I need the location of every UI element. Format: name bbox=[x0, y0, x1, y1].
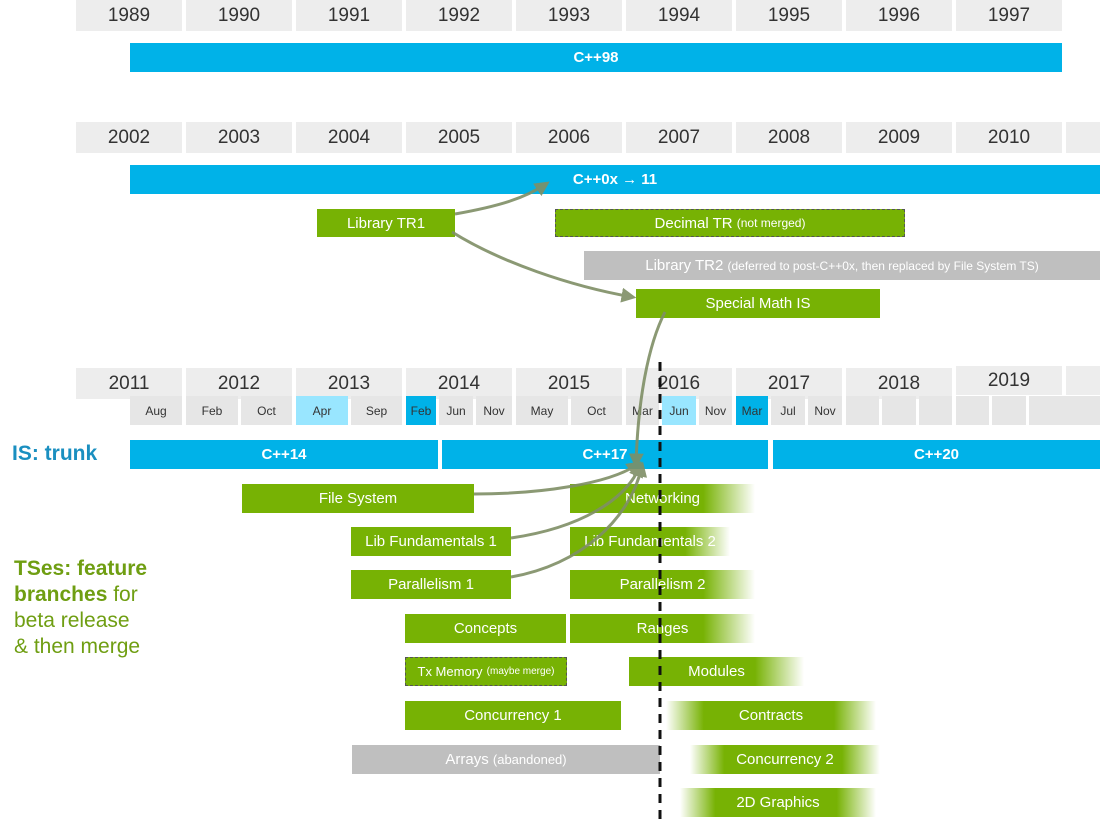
library-tr2-note: (deferred to post-C++0x, then replaced b… bbox=[727, 258, 1039, 273]
lib-fundamentals-2-ts: Lib Fundamentals 2 bbox=[570, 527, 730, 556]
concepts-ts: Concepts bbox=[405, 614, 566, 643]
month-sep-2013: Sep bbox=[351, 396, 402, 425]
month-mar-2017: Mar bbox=[736, 396, 768, 425]
month-blank-2019b bbox=[992, 396, 1026, 425]
ts-label-rest1: for bbox=[107, 583, 138, 606]
year-2009: 2009 bbox=[846, 122, 952, 153]
month-may-2015: May bbox=[516, 396, 568, 425]
file-system-ts: File System bbox=[242, 484, 474, 513]
month-feb-2012: Feb bbox=[186, 396, 238, 425]
month-feb-2014: Feb bbox=[406, 396, 436, 425]
year-1994: 1994 bbox=[626, 0, 732, 31]
year-1997: 1997 bbox=[956, 0, 1062, 31]
year-2006: 2006 bbox=[516, 122, 622, 153]
decimal-tr-box: Decimal TR (not merged) bbox=[555, 209, 905, 237]
year-2008: 2008 bbox=[736, 122, 842, 153]
year-2011: 2011 bbox=[76, 368, 182, 399]
cpp20-bar: C++20 bbox=[773, 440, 1100, 469]
library-tr2-label: Library TR2 bbox=[645, 257, 724, 274]
special-math-box: Special Math IS bbox=[636, 289, 880, 318]
graphics-2d-ts: 2D Graphics bbox=[680, 788, 876, 817]
month-blank-2018b bbox=[882, 396, 916, 425]
cpp0x-11-bar: C++0x → 11 bbox=[130, 165, 1100, 194]
month-mar-2016: Mar bbox=[626, 396, 659, 425]
year-1991: 1991 bbox=[296, 0, 402, 31]
year-2012: 2012 bbox=[186, 368, 292, 399]
month-aug-2011: Aug bbox=[130, 396, 182, 425]
month-blank-2019c bbox=[1029, 396, 1100, 425]
year-2013: 2013 bbox=[296, 368, 402, 399]
year-1990: 1990 bbox=[186, 0, 292, 31]
tx-memory-label: Tx Memory bbox=[417, 664, 483, 679]
year-2019: 2019 bbox=[956, 366, 1062, 395]
modules-ts: Modules bbox=[629, 657, 804, 686]
contracts-ts: Contracts bbox=[666, 701, 876, 730]
ts-label-rest2: beta release bbox=[14, 609, 130, 632]
parallelism1-to-cpp17-arrow bbox=[510, 461, 648, 579]
arrays-note: (abandoned) bbox=[492, 752, 567, 767]
trunk-label: IS: trunk bbox=[12, 442, 98, 465]
month-nov-2014: Nov bbox=[476, 396, 512, 425]
year-2017: 2017 bbox=[736, 368, 842, 399]
parallelism-1-ts: Parallelism 1 bbox=[351, 570, 511, 599]
decimal-tr-note: (not merged) bbox=[736, 216, 806, 230]
ranges-ts: Ranges bbox=[570, 614, 755, 643]
month-oct-2015: Oct bbox=[571, 396, 622, 425]
tx-memory-ts: Tx Memory (maybe merge) bbox=[405, 657, 567, 686]
month-apr-2013: Apr bbox=[296, 396, 348, 425]
year-2002: 2002 bbox=[76, 122, 182, 153]
concurrency-1-ts: Concurrency 1 bbox=[405, 701, 621, 730]
year-2020-partial bbox=[1066, 366, 1100, 395]
cpp14-bar: C++14 bbox=[130, 440, 438, 469]
month-blank-2018a bbox=[846, 396, 879, 425]
month-oct-2012: Oct bbox=[241, 396, 292, 425]
ts-label-bold2: branches bbox=[14, 583, 108, 606]
year-2011-partial bbox=[1066, 122, 1100, 153]
tx-memory-note: (maybe merge) bbox=[486, 666, 555, 677]
concurrency-2-ts: Concurrency 2 bbox=[690, 745, 880, 774]
decimal-tr-label: Decimal TR bbox=[654, 214, 733, 232]
year-2007: 2007 bbox=[626, 122, 732, 153]
year-2005: 2005 bbox=[406, 122, 512, 153]
year-2016: 2016 bbox=[626, 368, 732, 399]
month-blank-2019a bbox=[956, 396, 989, 425]
year-2010: 2010 bbox=[956, 122, 1062, 153]
year-1996: 1996 bbox=[846, 0, 952, 31]
year-2004: 2004 bbox=[296, 122, 402, 153]
cpp17-bar: C++17 bbox=[442, 440, 768, 469]
library-tr1-box: Library TR1 bbox=[317, 209, 455, 237]
ts-label: TSes: feature branches for beta release … bbox=[14, 556, 184, 660]
arrays-label: Arrays bbox=[445, 751, 489, 768]
year-2003: 2003 bbox=[186, 122, 292, 153]
cpp98-bar: C++98 bbox=[130, 43, 1062, 72]
year-1995: 1995 bbox=[736, 0, 842, 31]
networking-ts: Networking bbox=[570, 484, 755, 513]
month-jun-2016: Jun bbox=[662, 396, 696, 425]
month-nov-2017: Nov bbox=[808, 396, 842, 425]
year-1993: 1993 bbox=[516, 0, 622, 31]
ts-label-bold1: TSes: feature bbox=[14, 557, 148, 580]
year-2014: 2014 bbox=[406, 368, 512, 399]
library-tr2-box: Library TR2 (deferred to post-C++0x, the… bbox=[584, 251, 1100, 280]
arrays-ts: Arrays (abandoned) bbox=[352, 745, 660, 774]
month-nov-2016: Nov bbox=[699, 396, 732, 425]
year-2015: 2015 bbox=[516, 368, 622, 399]
lib-fundamentals-1-ts: Lib Fundamentals 1 bbox=[351, 527, 511, 556]
parallelism-2-ts: Parallelism 2 bbox=[570, 570, 755, 599]
year-2018: 2018 bbox=[846, 368, 952, 399]
month-jul-2017: Jul bbox=[771, 396, 805, 425]
ts-label-rest3: & then merge bbox=[14, 635, 141, 658]
month-blank-2018c bbox=[919, 396, 952, 425]
year-1989: 1989 bbox=[76, 0, 182, 31]
month-jun-2014: Jun bbox=[439, 396, 473, 425]
year-1992: 1992 bbox=[406, 0, 512, 31]
